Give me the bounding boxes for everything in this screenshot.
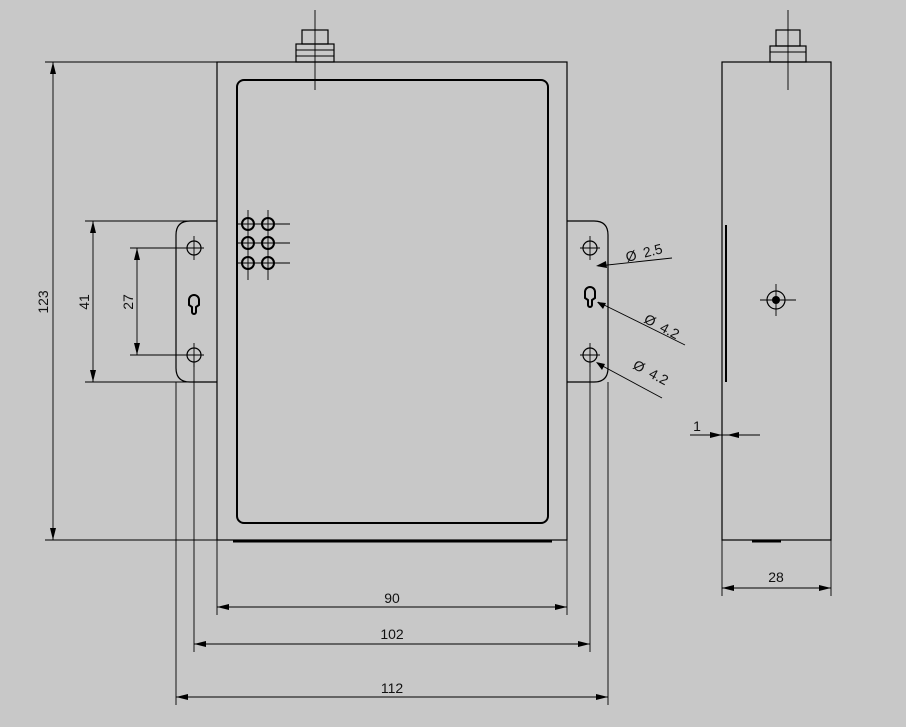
dim-41: 41 — [76, 294, 92, 310]
led-indicators — [238, 210, 290, 280]
svg-text:Ø: Ø — [624, 247, 639, 265]
device-panel — [236, 79, 549, 524]
svg-text:Ø: Ø — [631, 357, 648, 376]
side-antenna-connector — [769, 10, 807, 90]
antenna-connector — [295, 10, 335, 90]
svg-text:4.2: 4.2 — [646, 365, 671, 388]
left-ear-holes — [184, 236, 204, 367]
front-view — [175, 10, 609, 543]
dim-1: 1 — [693, 418, 701, 434]
dim-102: 102 — [380, 626, 404, 642]
svg-text:Ø: Ø — [642, 311, 659, 330]
right-mounting-ear — [567, 220, 609, 383]
svg-text:4.2: 4.2 — [657, 319, 682, 342]
callout-hole-2-5: Ø 2.5 — [624, 240, 664, 265]
left-mounting-ear — [175, 220, 217, 383]
dim-90: 90 — [384, 590, 400, 606]
right-ear-holes — [580, 236, 600, 367]
dim-27: 27 — [120, 294, 136, 310]
callout-mount-hole-4-2: Ø 4.2 — [631, 357, 672, 389]
callout-keyhole-4-2: Ø 4.2 — [642, 311, 683, 343]
dimension-lines — [45, 61, 832, 705]
dim-123: 123 — [35, 290, 51, 314]
dim-112: 112 — [381, 680, 404, 696]
side-view — [721, 10, 832, 543]
side-port — [760, 284, 796, 316]
dim-28: 28 — [768, 569, 784, 585]
device-body — [216, 61, 568, 541]
svg-text:2.5: 2.5 — [641, 240, 664, 260]
dimension-labels: 123 41 27 90 102 112 28 1 Ø 2.5 Ø 4.2 Ø … — [35, 240, 784, 696]
